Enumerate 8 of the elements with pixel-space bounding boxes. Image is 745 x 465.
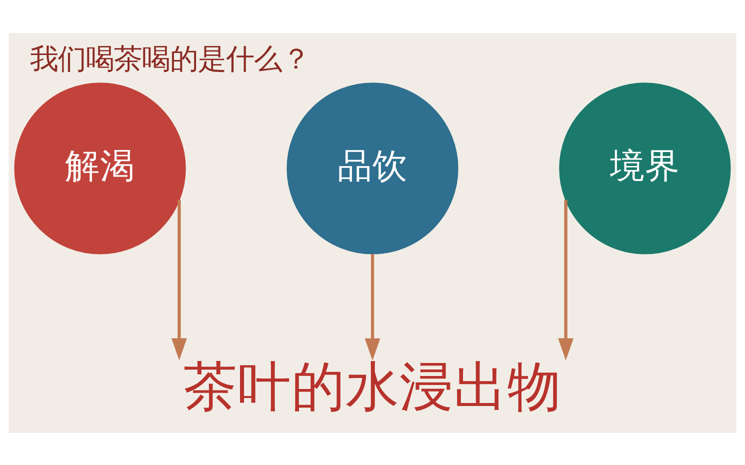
arrow (364, 253, 380, 360)
node-text: 茶叶的水浸出物 (184, 354, 562, 418)
diagram-title: 我们喝茶喝的是什么？ (30, 42, 310, 75)
node-circle: 品饮 (286, 82, 458, 254)
node-circle: 解渴 (14, 82, 186, 254)
arrow (558, 199, 574, 360)
arrow (171, 199, 187, 360)
node-circle: 境界 (559, 82, 731, 254)
